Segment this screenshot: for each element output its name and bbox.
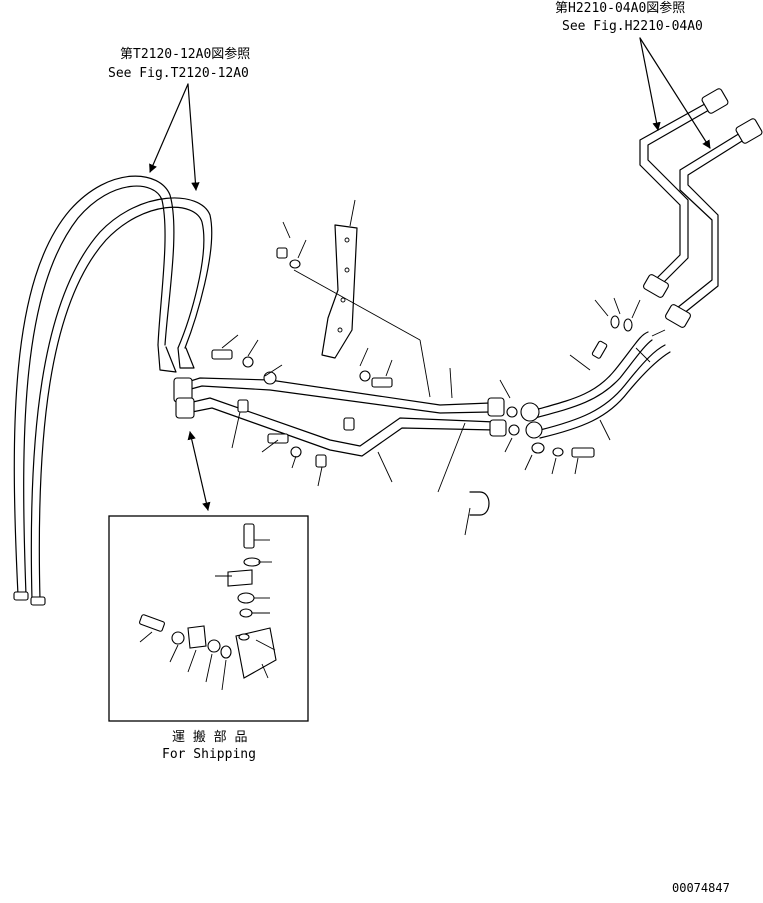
hardware (211, 247, 633, 516)
ref-left-arrows (149, 83, 200, 191)
leader-lines (221, 199, 666, 536)
bracket (321, 224, 358, 359)
inset-caption-jp: 運 搬 部 品 (172, 730, 247, 745)
ref-right-jp: 第H2210-04A0図参照 (555, 0, 685, 16)
inset-caption-en: For Shipping (162, 747, 256, 762)
ref-left-jp: 第T2120-12A0図参照 (120, 46, 250, 62)
left-hoses (13, 175, 213, 606)
upper-right-tubes (639, 88, 763, 328)
drawing-number: 00074847 (672, 881, 730, 895)
ref-right-en: See Fig.H2210-04A0 (562, 19, 703, 34)
main-tubes (173, 377, 507, 457)
ref-right-arrows (639, 37, 711, 149)
shipping-inset (108, 515, 309, 722)
ref-left-en: See Fig.T2120-12A0 (108, 66, 249, 81)
right-hoses (520, 331, 671, 439)
inset-pointer-arrow (187, 431, 211, 511)
